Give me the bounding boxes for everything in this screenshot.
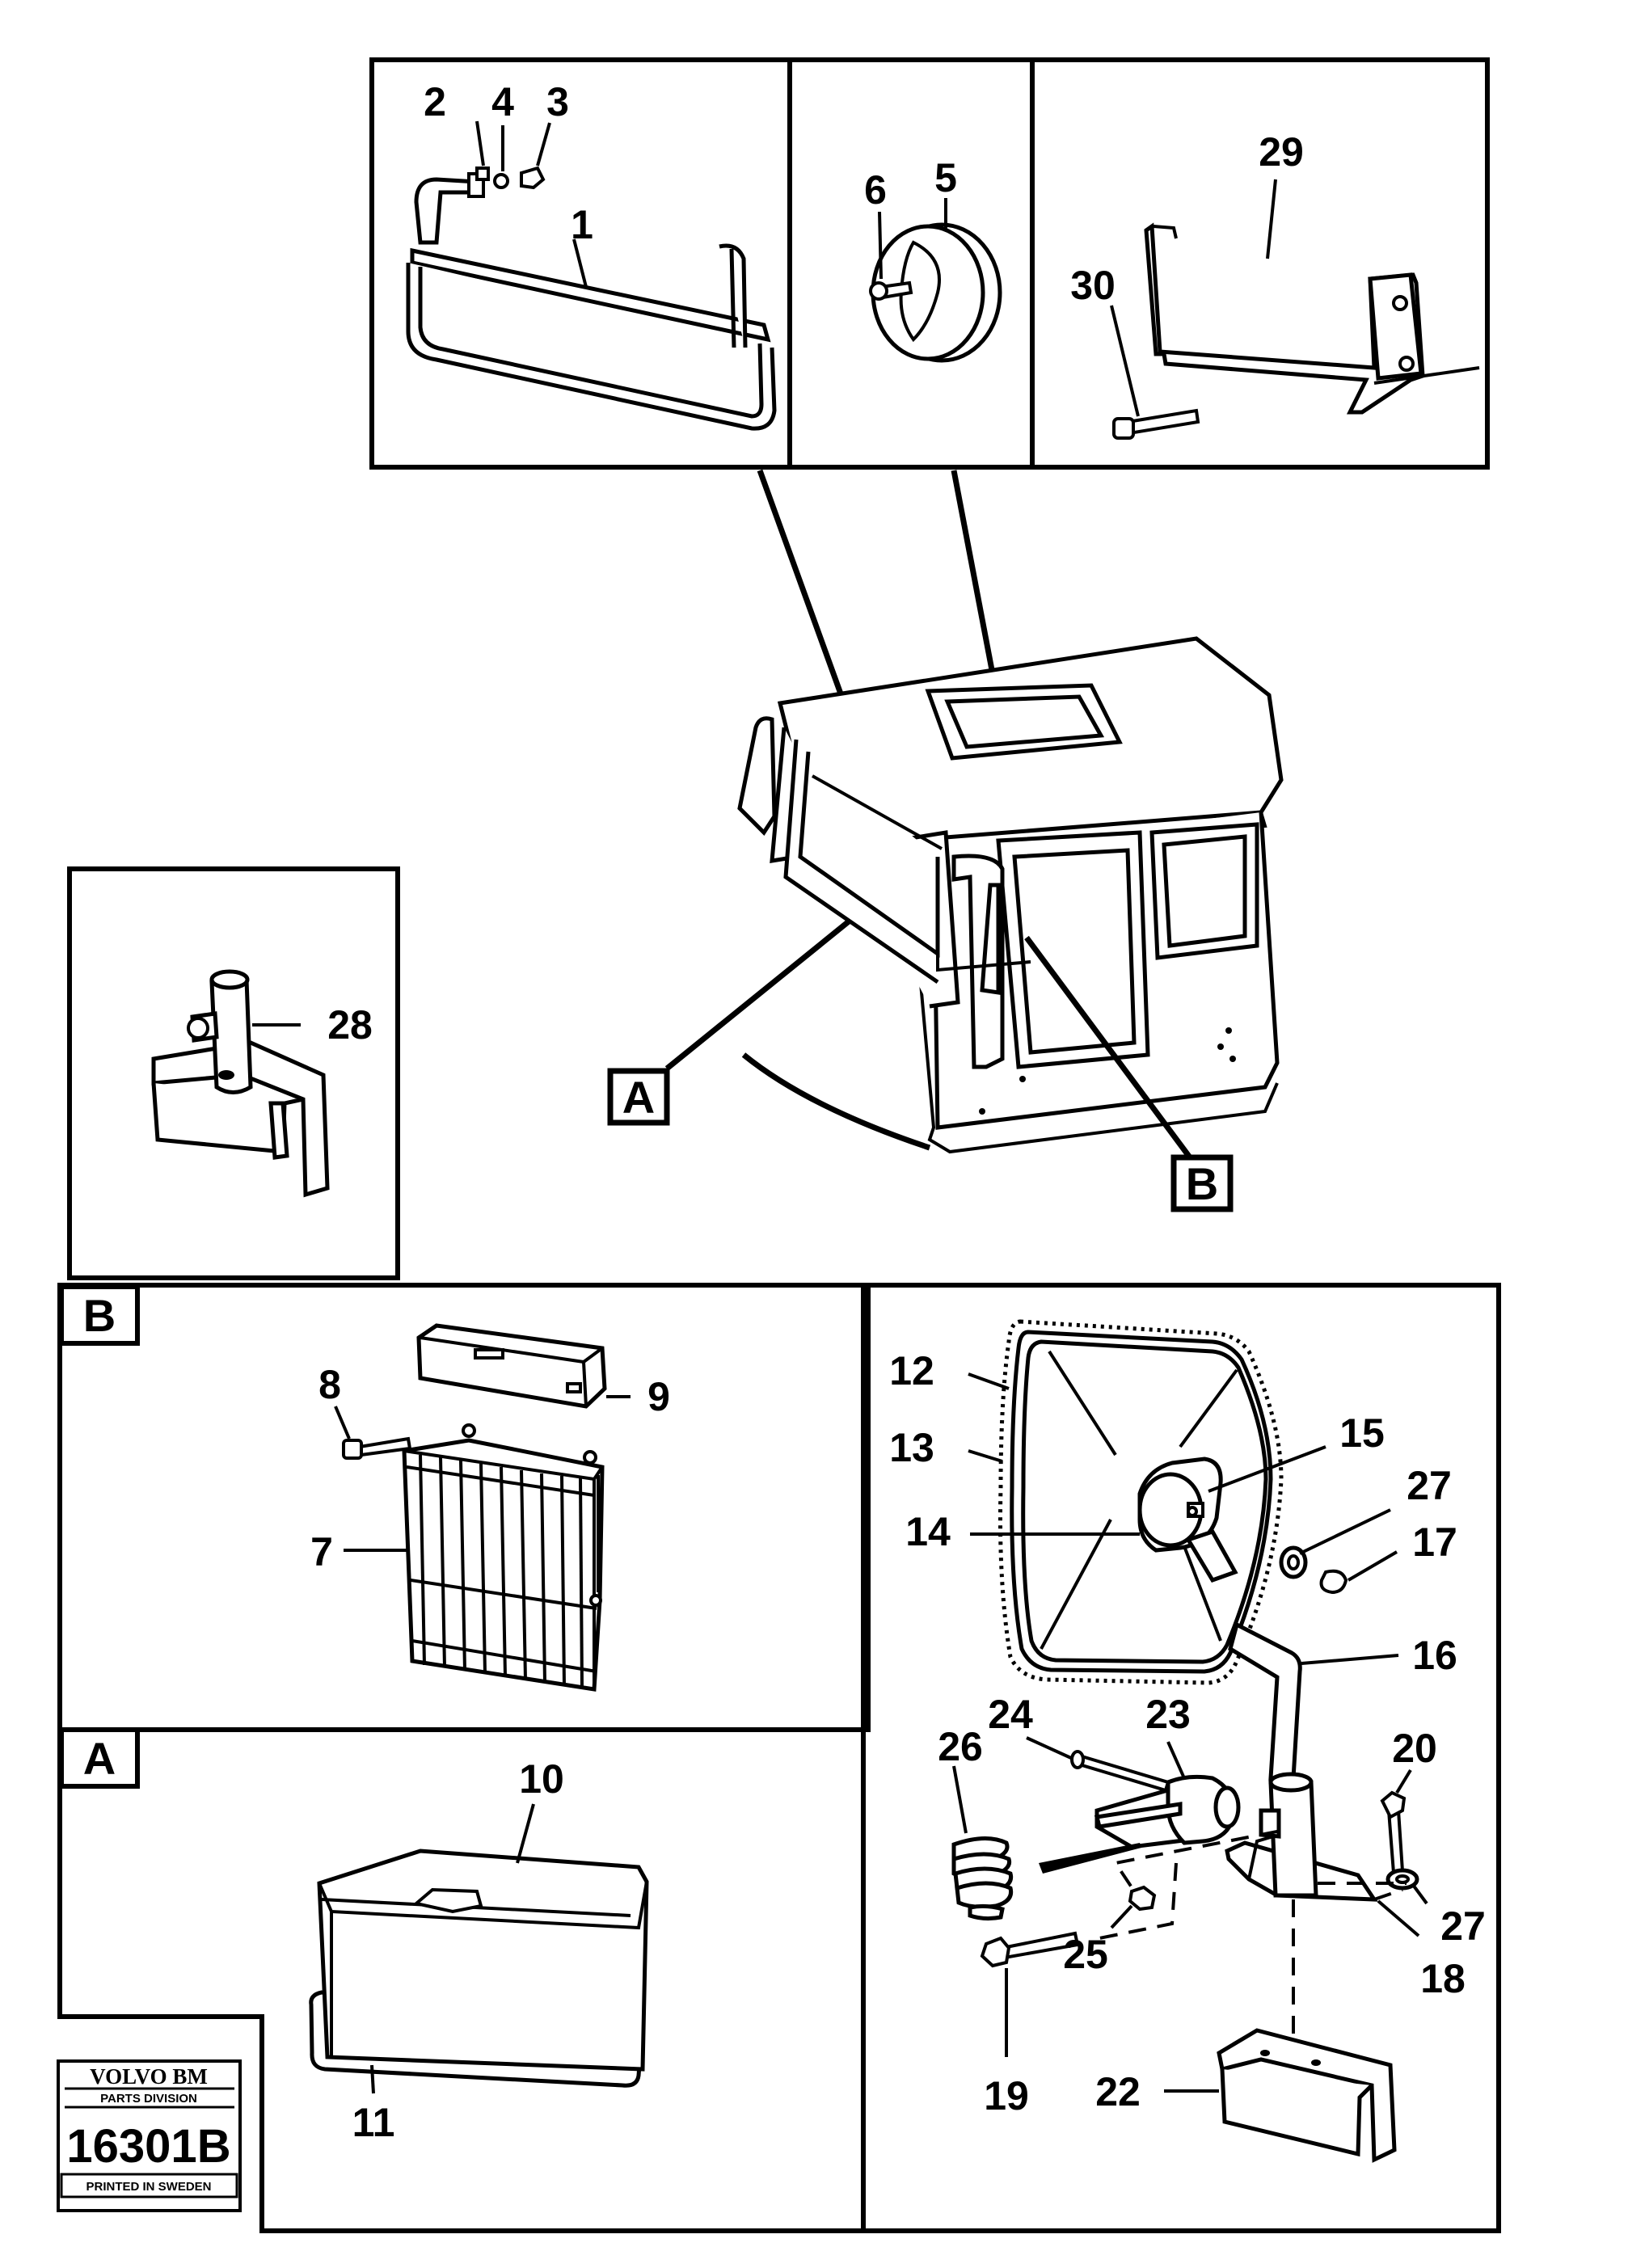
part-number-8: 8 — [318, 1362, 341, 1407]
part-number-12: 12 — [889, 1348, 934, 1393]
callout-a-label: A — [622, 1072, 655, 1123]
part-number-10: 10 — [519, 1756, 564, 1802]
part-number-23: 23 — [1145, 1692, 1191, 1737]
part-number-3: 3 — [546, 79, 569, 124]
part-number-15: 15 — [1339, 1410, 1385, 1456]
handrail-assembly — [406, 166, 777, 431]
top-panel-frame — [369, 57, 1490, 470]
cab-illustration — [737, 636, 1284, 1154]
part-number-30: 30 — [1070, 263, 1116, 308]
part-number-4: 4 — [491, 79, 514, 124]
volvo-bm-logo: VOLVO BM PARTS DIVISION 16301B PRINTED I… — [57, 2059, 242, 2212]
part-number-16: 16 — [1412, 1633, 1457, 1678]
part-number-14: 14 — [905, 1509, 951, 1554]
panel-mirror-frame — [861, 1283, 1501, 2233]
logo-brand: VOLVO BM — [90, 2064, 208, 2089]
part-number-20: 20 — [1392, 1726, 1437, 1771]
ring-assembly — [869, 222, 1002, 363]
part-number-24: 24 — [988, 1692, 1033, 1737]
panel-b-tag-box — [59, 1284, 140, 1346]
basket-assembly — [342, 1323, 607, 1692]
part-number-2: 2 — [424, 79, 446, 124]
panel-b-tag: B — [83, 1290, 116, 1341]
drawing-number: 16301B — [66, 2120, 230, 2173]
part-number-6: 6 — [864, 167, 887, 213]
part-number-27-top: 27 — [1407, 1463, 1452, 1508]
panel-28-frame — [67, 866, 400, 1280]
box-assembly — [309, 1849, 649, 2088]
part-number-19: 19 — [984, 2073, 1029, 2118]
part-number-17: 17 — [1412, 1520, 1457, 1565]
logo-division: PARTS DIVISION — [100, 2092, 197, 2106]
part-number-5: 5 — [934, 155, 957, 200]
bracket-28 — [151, 969, 330, 1198]
part-number-18: 18 — [1420, 1956, 1466, 2001]
logo-printed: PRINTED IN SWEDEN — [86, 2180, 211, 2194]
plate-assembly — [1112, 222, 1480, 440]
basket-bars — [419, 1454, 600, 1688]
part-number-26: 26 — [938, 1724, 983, 1769]
panel-a-tag-box — [59, 1727, 140, 1789]
callout-b-label: B — [1186, 1158, 1218, 1209]
part-number-9: 9 — [647, 1374, 670, 1419]
part-number-1: 1 — [571, 202, 593, 247]
part-number-29: 29 — [1259, 129, 1304, 175]
panel-b-frame — [57, 1283, 871, 1732]
part-number-7: 7 — [310, 1529, 333, 1575]
part-number-11: 11 — [352, 2100, 395, 2145]
callout-a-box — [607, 1068, 670, 1126]
part-number-22: 22 — [1095, 2069, 1141, 2114]
mirror-assembly — [951, 1319, 1419, 2163]
part-number-27-bottom: 27 — [1440, 1903, 1486, 1949]
panel-frames — [57, 57, 1501, 2233]
part-number-25: 25 — [1063, 1932, 1108, 1977]
part-number-28: 28 — [327, 1002, 373, 1048]
panel-a-tag: A — [83, 1733, 116, 1784]
part-number-13: 13 — [889, 1425, 934, 1470]
callout-b-box — [1170, 1154, 1234, 1212]
